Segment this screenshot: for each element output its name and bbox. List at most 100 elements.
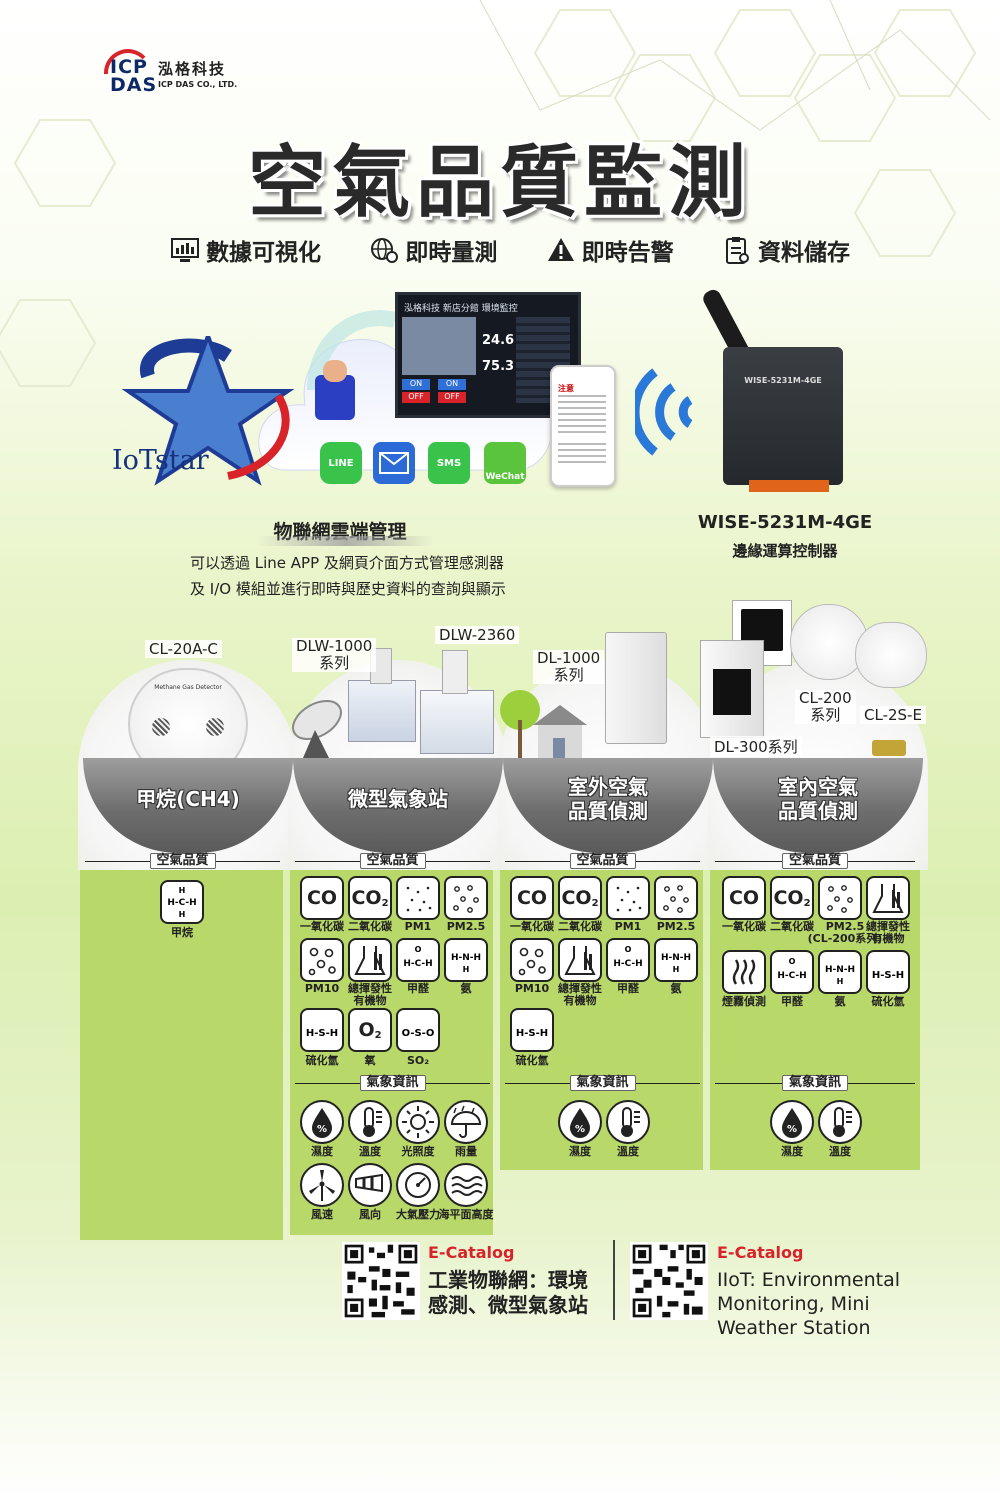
monitor-value-humidity: 75.3 xyxy=(482,359,515,374)
icon-caption: 二氧化碳 xyxy=(770,920,814,933)
model-line: 系列 xyxy=(319,654,350,672)
model-line: DLW-1000 xyxy=(296,637,373,655)
map-panel xyxy=(402,317,476,375)
model-line: 系列 xyxy=(810,706,841,724)
model-line: CL-200 xyxy=(799,689,852,707)
e-catalog-tag[interactable]: E-Catalog xyxy=(428,1243,515,1262)
icon-caption: 雨量 xyxy=(455,1145,477,1158)
icon-caption: 甲醛 xyxy=(781,995,803,1008)
logo-english-name: ICP DAS CO., LTD. xyxy=(158,80,238,89)
pm10-dots-icon xyxy=(510,938,554,982)
section-header: 氣象資訊 xyxy=(715,1075,915,1091)
sensor-mast xyxy=(442,650,468,694)
dl-300-device xyxy=(700,640,764,738)
pm25-dots-icon xyxy=(818,876,862,920)
icon-caption: 風速 xyxy=(311,1208,333,1221)
hydrogen-sulfide-molecule-icon: H-S-H xyxy=(510,1008,554,1052)
section-label: 空氣品質 xyxy=(359,853,426,869)
banner-text: 品質偵測 xyxy=(778,799,858,823)
icon-caption: PM1 xyxy=(404,920,432,933)
monitor-header: 泓格科技 新店分館 環境監控 xyxy=(404,304,518,314)
satellite-dish-icon xyxy=(292,700,342,758)
model-line: 系列 xyxy=(553,666,584,684)
icon-caption: 二氧化碳 xyxy=(348,920,392,933)
section-header: 氣象資訊 xyxy=(295,1075,490,1091)
svg-text:H-S-H: H-S-H xyxy=(872,970,904,981)
divider xyxy=(613,1240,615,1320)
icon-text: CO xyxy=(561,887,592,909)
logo-arc-icon xyxy=(103,49,146,75)
clipboard-icon xyxy=(725,237,749,264)
line-app-icon: LINE xyxy=(320,442,362,484)
qr-code-english-catalog[interactable] xyxy=(630,1242,708,1320)
svg-text:H-N-H: H-N-H xyxy=(451,953,481,963)
svg-text:H-N-H: H-N-H xyxy=(825,965,855,975)
catalog-line: Monitoring, Mini xyxy=(717,1293,870,1315)
svg-text:H-S-H: H-S-H xyxy=(516,1028,548,1039)
phone-alert-title: 注意 xyxy=(558,384,574,393)
model-dlw-2360: DLW-2360 xyxy=(435,626,520,644)
qr-code-chinese-catalog[interactable] xyxy=(342,1242,420,1320)
model-cl-200: CL-200 系列 xyxy=(795,690,856,724)
hexagon-pattern xyxy=(0,0,991,387)
feature-list: 數據可視化 即時量測 即時告警 資料儲存 xyxy=(170,230,850,270)
svg-text:H: H xyxy=(179,886,186,895)
svg-text:O: O xyxy=(789,957,796,966)
feature-realtime: 即時量測 xyxy=(369,233,497,267)
on-button[interactable]: ON xyxy=(438,379,466,390)
section-header: 空氣品質 xyxy=(505,853,700,869)
icon-caption: PM10 xyxy=(304,982,340,995)
svg-text:%: % xyxy=(317,1124,327,1135)
phone-message xyxy=(558,443,606,465)
pm1-dots-icon xyxy=(396,876,440,920)
dlw-1000-device xyxy=(348,680,416,742)
catalog-line: Weather Station xyxy=(717,1317,871,1339)
wind-turbine-icon xyxy=(300,1163,344,1207)
page-title: 空氣品質監測 xyxy=(247,138,752,228)
feature-label: 資料儲存 xyxy=(757,240,850,266)
section-label: 空氣品質 xyxy=(149,853,216,869)
feature-label: 數據可視化 xyxy=(206,240,321,266)
e-catalog-title-chinese[interactable]: 工業物聯網：環境 感測、微型氣象站 xyxy=(428,1268,588,1318)
icon-caption: 總揮發性 有機物 xyxy=(348,982,392,1007)
phone-mockup: 注意 xyxy=(550,365,616,487)
icon-caption: 甲醛 xyxy=(617,982,639,995)
banner-text: 品質偵測 xyxy=(568,799,648,823)
icon-caption: 硫化氫 xyxy=(305,1054,339,1067)
icon-caption: 一氧化碳 xyxy=(300,920,344,933)
off-button[interactable]: OFF xyxy=(402,392,430,403)
on-button[interactable]: ON xyxy=(402,379,430,390)
icon-caption: 氧 xyxy=(364,1054,376,1067)
feature-label: 即時告警 xyxy=(581,240,674,266)
off-button[interactable]: OFF xyxy=(438,392,466,403)
detector-label: Methane Gas Detector xyxy=(154,684,222,691)
voc-flask-icon xyxy=(866,876,910,920)
icon-text: CO xyxy=(773,887,804,909)
rain-umbrella-icon xyxy=(444,1100,488,1144)
svg-text:%: % xyxy=(575,1124,585,1135)
icon-subscript: 2 xyxy=(381,897,389,909)
model-dlw-1000: DLW-1000 系列 xyxy=(292,637,377,672)
svg-text:O: O xyxy=(625,945,632,954)
mail-app-icon xyxy=(373,442,415,484)
e-catalog-title-english[interactable]: IIoT: Environmental Monitoring, Mini Wea… xyxy=(717,1268,900,1340)
e-catalog-tag[interactable]: E-Catalog xyxy=(717,1243,804,1262)
icon-caption: 光照度 xyxy=(401,1145,435,1158)
icon-caption: 一氧化碳 xyxy=(510,920,554,933)
section-label: 氣象資訊 xyxy=(781,1075,849,1091)
icon-caption: 二氧化碳 xyxy=(558,920,602,933)
warning-icon xyxy=(547,238,574,261)
controller-body xyxy=(723,347,843,485)
icon-caption: 溫度 xyxy=(617,1145,639,1158)
svg-text:%: % xyxy=(787,1124,797,1135)
house-tree-icon xyxy=(500,690,587,758)
voc-flask-icon xyxy=(348,938,392,982)
description-line: 可以透過 Line APP 及網頁介面方式管理感測器 xyxy=(190,554,504,572)
icon-text: CO xyxy=(516,887,548,909)
